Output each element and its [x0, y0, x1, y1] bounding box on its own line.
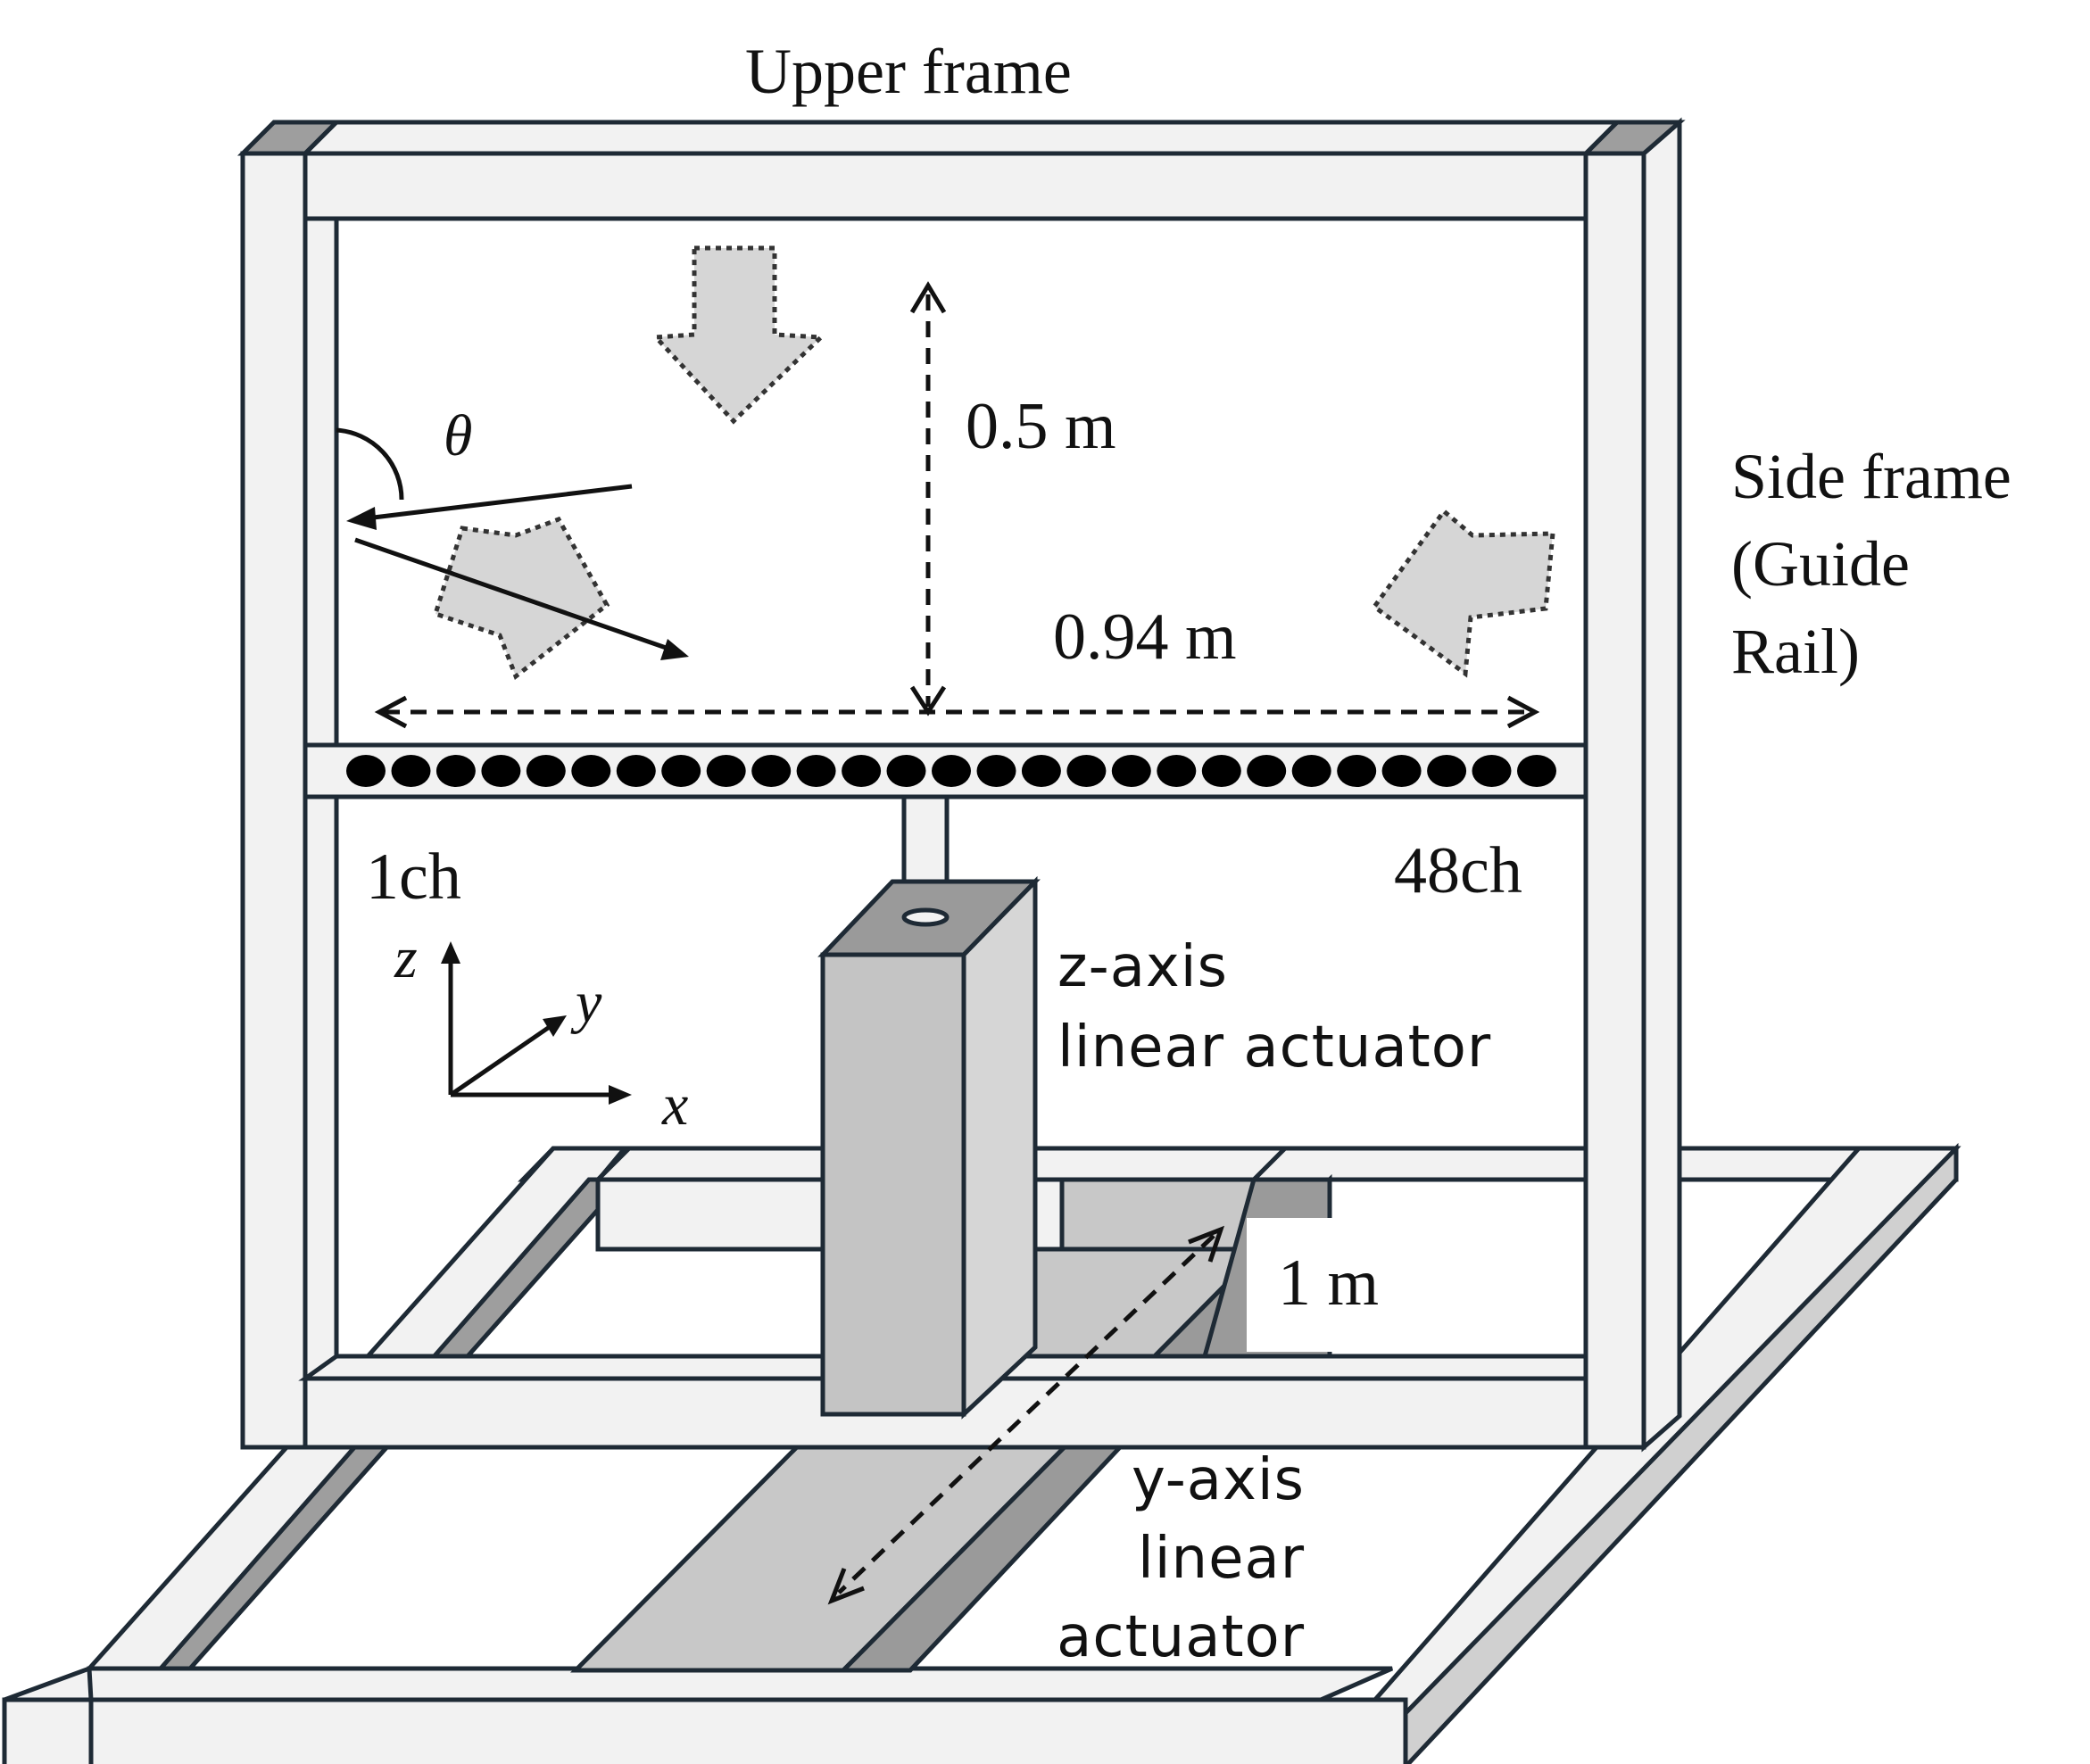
- array-sensor: [616, 755, 656, 787]
- base-front-rail: [87, 1697, 1408, 1764]
- depth-dimension-label: 1 m: [1278, 1246, 1379, 1320]
- array-sensor: [976, 755, 1016, 787]
- depth-arrow-far: [1188, 1225, 1225, 1263]
- array-sensor: [1337, 755, 1377, 787]
- dimension-lines: [374, 281, 1540, 1605]
- angle-ray-incoming: [358, 484, 633, 522]
- main-frame: [236, 117, 1686, 1453]
- coordinate-axes: [441, 941, 632, 1105]
- angle-ray-arrowhead: [346, 507, 377, 530]
- y-actuator-label-line3: actuator: [1057, 1604, 1305, 1670]
- height-dimension-label: 0.5 m: [966, 390, 1116, 463]
- array-sensor: [706, 755, 746, 787]
- y-axis-label: y: [570, 970, 602, 1035]
- upper-frame-label: Upper frame: [745, 36, 1072, 107]
- y-axis-line: [449, 1022, 555, 1097]
- array-sensor: [391, 755, 431, 787]
- upper-frame-top-face: [299, 120, 1623, 156]
- array-sensor: [1291, 755, 1331, 787]
- array-sensor: [1066, 755, 1107, 787]
- base-frame: [2, 1142, 1961, 1764]
- base-right-rail: [1315, 1146, 1961, 1764]
- z-actuator-front: [820, 952, 966, 1417]
- first-channel-label: 1ch: [366, 841, 461, 914]
- z-actuator-label-line2: linear actuator: [1057, 1015, 1491, 1081]
- z-actuator-side: [961, 875, 1038, 1420]
- array-sensors: [346, 755, 1556, 787]
- array-sensor: [796, 755, 836, 787]
- array-sensor: [1517, 755, 1556, 787]
- base-right-rail-side: [1403, 1142, 1959, 1764]
- array-sensor: [932, 755, 971, 787]
- last-channel-label: 48ch: [1394, 834, 1522, 907]
- base-front-left-end: [2, 1697, 94, 1764]
- z-axis-arrowhead: [441, 941, 460, 964]
- angle-ray-reflected: [354, 537, 672, 652]
- y-actuator-label-line2: linear: [1138, 1526, 1305, 1592]
- side-frame-label-line1: Side frame: [1731, 441, 2011, 512]
- z-actuator-label-line1: z-axis: [1057, 934, 1228, 1000]
- z-axis-label: z: [394, 925, 418, 990]
- array-sensor: [435, 755, 476, 787]
- upper-frame-beam: [303, 151, 1588, 221]
- right-post: [1583, 151, 1646, 1450]
- depth-dimension-line: [837, 1234, 1215, 1594]
- wave-arrow-down: [651, 245, 826, 425]
- array-sensor: [1472, 755, 1512, 787]
- array-sensor: [526, 755, 566, 787]
- angle-ray-reflected-arrowhead: [660, 639, 689, 660]
- y-axis-arrowhead: [543, 1015, 567, 1037]
- array-sensor: [1021, 755, 1061, 787]
- wave-arrow-left: [1371, 508, 1555, 678]
- z-actuator-rod-end: [901, 907, 950, 927]
- array-sensor: [346, 755, 386, 787]
- array-sensor: [1111, 755, 1151, 787]
- z-axis-linear-actuator: [817, 794, 1041, 1420]
- side-frame-label-line2: (Guide: [1731, 528, 1910, 600]
- width-arrow-right: [1506, 695, 1540, 729]
- array-sensor: [661, 755, 701, 787]
- width-dimension-label: 0.94 m: [1053, 600, 1237, 674]
- angle-theta-label: θ: [444, 403, 472, 468]
- base-front-rail-top: [87, 1666, 1394, 1702]
- array-sensor: [1381, 755, 1422, 787]
- microphone-array: [303, 742, 1588, 799]
- height-arrow-up: [909, 281, 947, 314]
- array-sensor: [842, 755, 882, 787]
- depth-arrow-near: [827, 1568, 865, 1605]
- angle-definition: [336, 427, 689, 660]
- depth-label-background: [1247, 1218, 1432, 1352]
- array-sensor: [571, 755, 611, 787]
- base-front-left-cap: [4, 1665, 94, 1702]
- array-sensor: [1157, 755, 1197, 787]
- array-sensor: [1247, 755, 1287, 787]
- array-sensor: [481, 755, 521, 787]
- width-arrow-left: [374, 695, 408, 729]
- x-axis-label: x: [661, 1072, 688, 1138]
- angle-arc: [336, 427, 404, 501]
- x-axis-arrowhead: [609, 1085, 632, 1105]
- array-sensor: [751, 755, 792, 787]
- array-sensor: [1427, 755, 1467, 787]
- array-sensor: [1201, 755, 1241, 787]
- right-post-side: [1641, 117, 1682, 1453]
- left-post: [240, 151, 308, 1450]
- side-frame-label-line3: Rail): [1731, 616, 1860, 687]
- y-actuator-label-line1: y-axis: [1132, 1447, 1305, 1513]
- array-sensor: [886, 755, 926, 787]
